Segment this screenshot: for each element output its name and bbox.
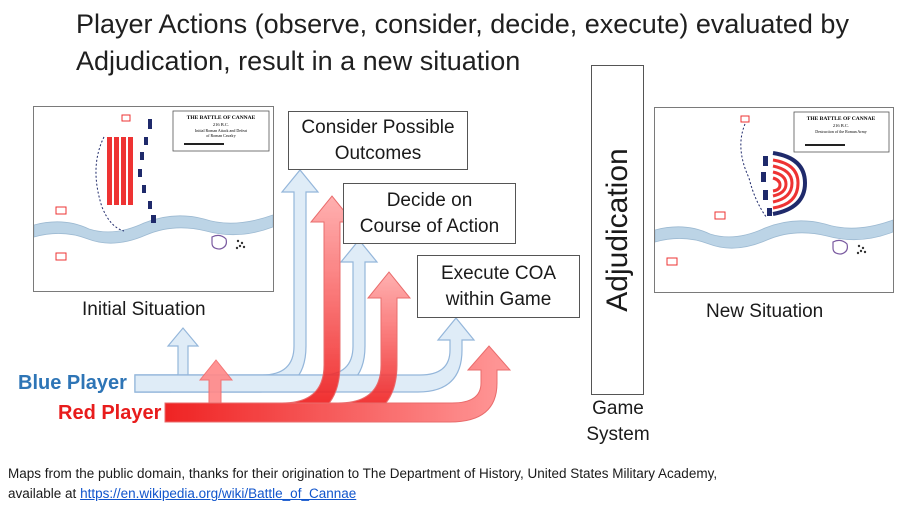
blue-arrows [134, 169, 476, 393]
execute-line-2: within Game [445, 288, 552, 310]
legend-title: THE BATTLE OF CANNAE [187, 115, 256, 121]
execute-line-1: Execute COA [440, 262, 557, 284]
red-arrows [164, 195, 512, 423]
legend-sub-2: of Roman Cavalry [206, 133, 236, 138]
legend-date: 216 B.C. [213, 122, 229, 127]
game-system-label: Game System [580, 396, 656, 448]
encirclement [772, 151, 808, 216]
adjudication-box: Adjudication [591, 65, 644, 395]
adjudication-label: Adjudication [600, 148, 634, 312]
blue-player-label: Blue Player [18, 372, 127, 394]
title-line-1: Player Actions (observe, consider, decid… [76, 9, 849, 39]
roman-legions [107, 137, 133, 205]
game-system-line-2: System [586, 424, 650, 445]
credit-line-1: Maps from the public domain, thanks for … [8, 466, 718, 481]
new-situation-map: THE BATTLE OF CANNAE 216 B.C. Destructio… [654, 107, 894, 293]
decide-line-1: Decide on [386, 189, 473, 211]
credit-prefix: available at [8, 486, 77, 501]
blue-arrow-execute [134, 317, 476, 393]
initial-situation-map: THE BATTLE OF CANNAE 216 B.C. Initial Ro… [33, 106, 274, 292]
river [34, 214, 273, 244]
decide-coa-box: Decide on Course of Action [343, 183, 516, 244]
initial-situation-caption: Initial Situation [82, 299, 206, 320]
consider-outcomes-box: Consider Possible Outcomes [288, 111, 468, 170]
slide-title: Player Actions (observe, consider, decid… [76, 6, 849, 80]
carthaginian-units [138, 119, 156, 223]
execute-coa-box: Execute COA within Game [417, 255, 580, 318]
legend-sub-1: Initial Roman Attack and Defeat [195, 128, 248, 133]
decide-line-2: Course of Action [359, 215, 500, 237]
new-situation-caption: New Situation [706, 301, 824, 322]
red-player-label: Red Player [58, 402, 162, 424]
river [655, 219, 893, 249]
credit-line-2: available at https://en.wikipedia.org/wi… [8, 484, 717, 504]
legend-sub-1: Destruction of the Roman Army [815, 129, 867, 134]
red-arrow-decide [164, 271, 412, 423]
credit-text: Maps from the public domain, thanks for … [8, 464, 717, 504]
red-arrow-execute [164, 345, 512, 423]
title-line-2: Adjudication, result in a new situation [76, 46, 521, 76]
cannae-wikipedia-link[interactable]: https://en.wikipedia.org/wiki/Battle_of_… [80, 486, 357, 501]
consider-line-1: Consider Possible [301, 116, 455, 138]
game-system-line-1: Game [592, 398, 644, 419]
legend-date: 216 B.C. [833, 123, 849, 128]
legend-title: THE BATTLE OF CANNAE [807, 116, 876, 122]
consider-line-2: Outcomes [334, 142, 422, 164]
